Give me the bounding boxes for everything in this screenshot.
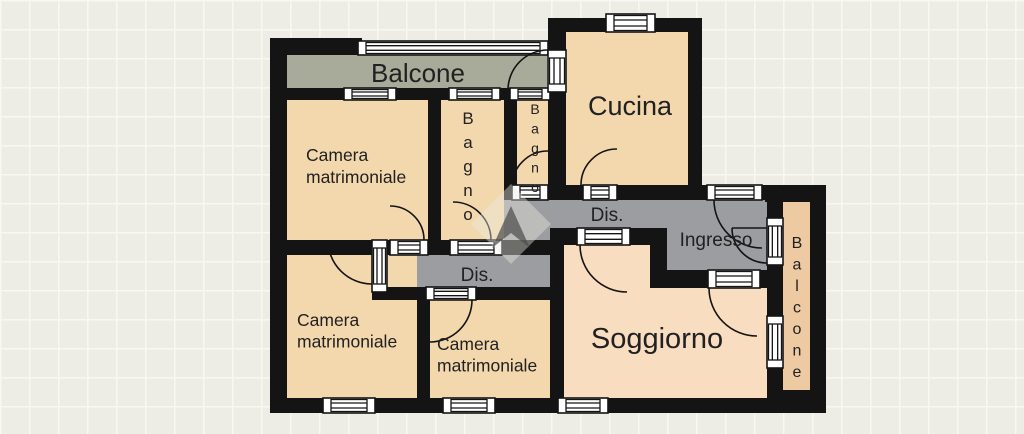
label-ingresso: Ingresso xyxy=(680,230,753,251)
door-swing xyxy=(713,199,763,249)
wall-segment xyxy=(417,287,430,398)
wall-segment xyxy=(504,88,517,200)
window xyxy=(442,397,496,414)
door-swing xyxy=(511,150,549,188)
room-cucina xyxy=(566,32,688,185)
door-swing xyxy=(389,205,425,241)
room-bagno-2 xyxy=(517,100,552,187)
label-balcone-top: Balcone xyxy=(371,58,465,88)
label-cucina: Cucina xyxy=(588,91,673,121)
room-balcone-right xyxy=(783,202,810,397)
room-balcone-top xyxy=(287,55,547,88)
room-corridor xyxy=(387,200,767,287)
label-soggiorno: Soggiorno xyxy=(591,323,723,355)
wall-segment xyxy=(783,390,810,413)
window xyxy=(322,397,376,414)
door-swing xyxy=(452,201,492,241)
door-swings xyxy=(327,49,768,343)
door-swing xyxy=(708,287,758,337)
window xyxy=(547,49,567,93)
label-dis-upper: Dis. xyxy=(591,205,624,226)
window xyxy=(357,40,549,56)
room-camera-3 xyxy=(430,300,550,398)
window xyxy=(706,184,763,201)
wall-segment xyxy=(270,38,362,55)
wall-segment xyxy=(270,398,826,413)
wall-segment xyxy=(428,88,441,240)
window xyxy=(449,239,503,256)
wall-segment xyxy=(765,185,826,202)
door-swing xyxy=(327,239,373,285)
room-camera-1 xyxy=(287,100,428,240)
window xyxy=(509,87,551,101)
window xyxy=(371,239,388,293)
window xyxy=(766,315,784,369)
windows xyxy=(322,13,784,414)
window xyxy=(425,286,477,301)
room-floors xyxy=(287,32,810,398)
window xyxy=(576,227,631,246)
door-swing xyxy=(507,49,549,91)
wall-segment xyxy=(810,185,826,413)
window xyxy=(389,239,429,256)
room-bagno-1 xyxy=(441,100,504,240)
wall-segment xyxy=(550,228,564,398)
door-swing xyxy=(731,227,768,264)
door-swing xyxy=(429,299,473,343)
wall-segment xyxy=(688,18,702,200)
window xyxy=(605,13,656,33)
wall-segment xyxy=(270,38,287,413)
window xyxy=(511,184,549,201)
watermark-logo xyxy=(471,184,551,264)
window xyxy=(582,184,618,201)
label-dis-lower: Dis. xyxy=(461,265,494,286)
room-soggiorno xyxy=(564,245,767,398)
window xyxy=(557,397,609,414)
wall-segment xyxy=(548,18,566,200)
window xyxy=(448,87,501,101)
door-swing xyxy=(580,148,618,186)
window xyxy=(766,217,784,266)
door-swing xyxy=(579,244,628,293)
window xyxy=(343,87,397,101)
window xyxy=(707,269,761,289)
